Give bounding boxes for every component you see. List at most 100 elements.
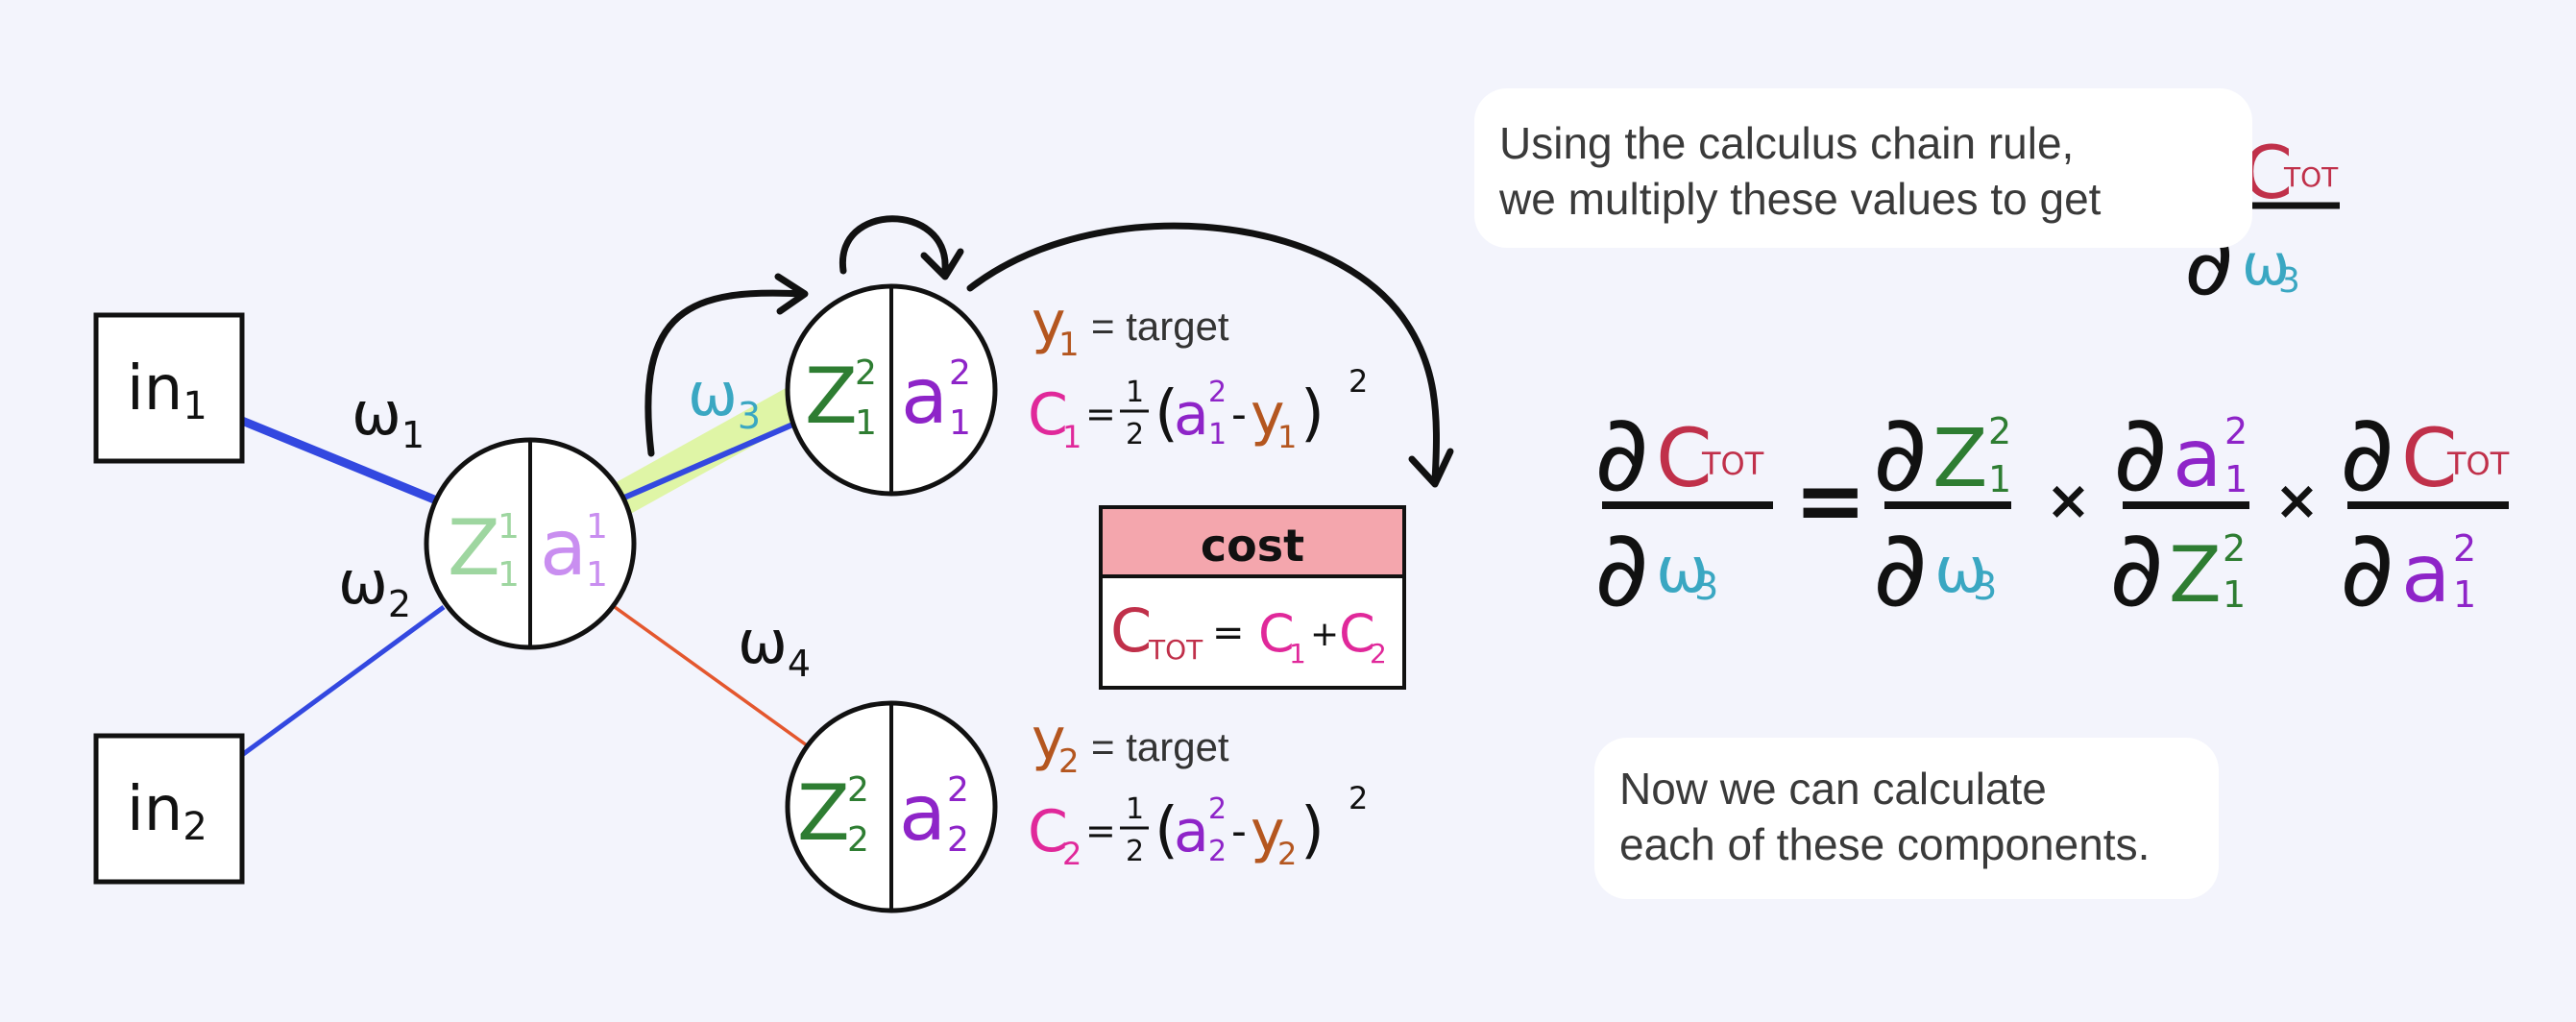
components-note-line1: Now we can calculate xyxy=(1619,764,2047,814)
svg-text:1: 1 xyxy=(1289,638,1306,669)
w3-label: ω xyxy=(688,359,738,429)
svg-text:2: 2 xyxy=(1349,780,1368,816)
svg-text:3: 3 xyxy=(1973,565,1997,609)
out2-z-sub: 2 xyxy=(847,820,869,860)
out1-a-sub: 1 xyxy=(949,403,971,443)
svg-text:=: = xyxy=(1212,611,1245,655)
svg-text:ω3: ω3 xyxy=(688,359,761,437)
components-note-line2: each of these components. xyxy=(1619,819,2151,869)
svg-text:+: + xyxy=(1310,615,1339,654)
svg-text:×: × xyxy=(2274,470,2320,532)
svg-text:a: a xyxy=(1174,798,1209,865)
svg-text:-: - xyxy=(1231,390,1247,439)
svg-text:C: C xyxy=(1028,798,1068,865)
svg-text:∂: ∂ xyxy=(1594,392,1649,515)
svg-text:1: 1 xyxy=(2224,458,2248,500)
out2-z-sup: 2 xyxy=(847,770,869,810)
svg-text:∂: ∂ xyxy=(1594,507,1649,630)
svg-text:2: 2 xyxy=(2453,527,2476,570)
hidden-z-sup: 1 xyxy=(498,507,520,547)
chain-rule-note: Using the calculus chain rule, we multip… xyxy=(1474,88,2252,248)
svg-text:1: 1 xyxy=(1988,458,2011,500)
w4-sub: 4 xyxy=(788,643,811,685)
svg-text:2: 2 xyxy=(1370,638,1387,669)
svg-text:2: 2 xyxy=(1349,363,1368,400)
out1-z: Z xyxy=(805,352,858,441)
svg-text:a: a xyxy=(540,503,587,593)
y2-label: y xyxy=(1032,706,1066,773)
svg-text:1: 1 xyxy=(2453,573,2476,616)
svg-text:1: 1 xyxy=(1062,419,1081,455)
edge-w3 xyxy=(622,420,799,500)
svg-text:ω: ω xyxy=(2242,231,2290,299)
cost-box-title: cost xyxy=(1201,520,1304,572)
svg-text:2: 2 xyxy=(1062,836,1081,872)
svg-text:in1: in1 xyxy=(127,353,207,428)
svg-text:1: 1 xyxy=(2223,573,2246,616)
arrow-hidden-to-out1 xyxy=(644,289,807,457)
svg-text:2: 2 xyxy=(1126,835,1144,868)
svg-text:TOT: TOT xyxy=(2283,161,2339,193)
svg-text:=: = xyxy=(1085,393,1116,435)
out2-a-sub: 2 xyxy=(947,820,969,860)
input-1-label: in xyxy=(127,353,182,425)
svg-text:=: = xyxy=(1794,450,1866,551)
w3-sub: 3 xyxy=(738,395,761,437)
out2-a-sup: 2 xyxy=(947,770,969,810)
svg-text:ω4: ω4 xyxy=(738,607,811,685)
svg-text:a: a xyxy=(2173,411,2222,505)
edge-w1 xyxy=(240,416,436,504)
target-1: y 1 = target xyxy=(1032,289,1229,364)
svg-text:2: 2 xyxy=(1277,836,1297,872)
out1-z-sub: 1 xyxy=(855,403,877,443)
svg-text:ω2: ω2 xyxy=(338,548,411,625)
output-neuron-2: Z 2 2 a 2 2 xyxy=(785,700,998,913)
components-note: Now we can calculate each of these compo… xyxy=(1594,738,2219,899)
w3-highlight xyxy=(607,384,814,515)
svg-text:∂: ∂ xyxy=(2109,507,2164,630)
hidden-a-sup: 1 xyxy=(586,507,608,547)
svg-text:∂: ∂ xyxy=(1873,507,1928,630)
out1-a-sup: 2 xyxy=(949,353,971,393)
hidden-neuron: Z 1 1 a 1 1 xyxy=(424,437,637,650)
svg-text:C: C xyxy=(2401,411,2458,505)
arrow-a-to-cost xyxy=(966,222,1440,484)
svg-text:∂: ∂ xyxy=(2113,392,2168,515)
chain-rule-note-line1: Using the calculus chain rule, xyxy=(1499,118,2075,168)
svg-text:∂: ∂ xyxy=(2340,392,2394,515)
y2-sub: 2 xyxy=(1058,742,1080,781)
chain-rule-note-line2: we multiply these values to get xyxy=(1499,174,2102,224)
svg-text:Z: Z xyxy=(448,503,500,593)
w1-label: ω xyxy=(352,378,401,449)
cost-box-ctot-sub: TOT xyxy=(1148,634,1203,666)
input-box-1 xyxy=(93,312,245,464)
hidden-z-sub: 1 xyxy=(498,555,520,595)
hidden-z: Z xyxy=(448,503,500,593)
svg-text:2: 2 xyxy=(1988,410,2011,452)
w2-label: ω xyxy=(338,548,388,618)
svg-text:∂: ∂ xyxy=(2340,507,2394,630)
svg-text:C: C xyxy=(1339,603,1375,664)
w4-label: ω xyxy=(738,607,788,677)
svg-text:3: 3 xyxy=(2278,261,2300,301)
svg-text:2: 2 xyxy=(1208,376,1227,409)
y1-label: y xyxy=(1032,289,1066,356)
input-2-label: in xyxy=(127,774,182,845)
arrow-head-3 xyxy=(1408,448,1454,488)
svg-text:TOT: TOT xyxy=(2446,446,2510,482)
y1-text: = target xyxy=(1091,304,1229,349)
arrow-z-to-a xyxy=(839,215,949,275)
svg-text:y: y xyxy=(1251,798,1285,865)
svg-text:C: C xyxy=(1656,411,1713,505)
svg-text:=: = xyxy=(1085,810,1116,852)
svg-text:(: ( xyxy=(1154,795,1179,866)
hidden-a: a xyxy=(540,503,587,593)
svg-text:3: 3 xyxy=(1694,565,1718,609)
svg-text:(: ( xyxy=(1154,378,1179,450)
cost-formula-1: C 1 = 1 2 ( a 2 1 - y 1 ) 2 xyxy=(1028,363,1368,455)
svg-text:y: y xyxy=(1251,381,1285,449)
arrow-head-1 xyxy=(774,273,809,315)
svg-text:1: 1 xyxy=(1126,376,1144,409)
svg-text:in2: in2 xyxy=(127,774,207,849)
y1-sub: 1 xyxy=(1058,326,1080,364)
